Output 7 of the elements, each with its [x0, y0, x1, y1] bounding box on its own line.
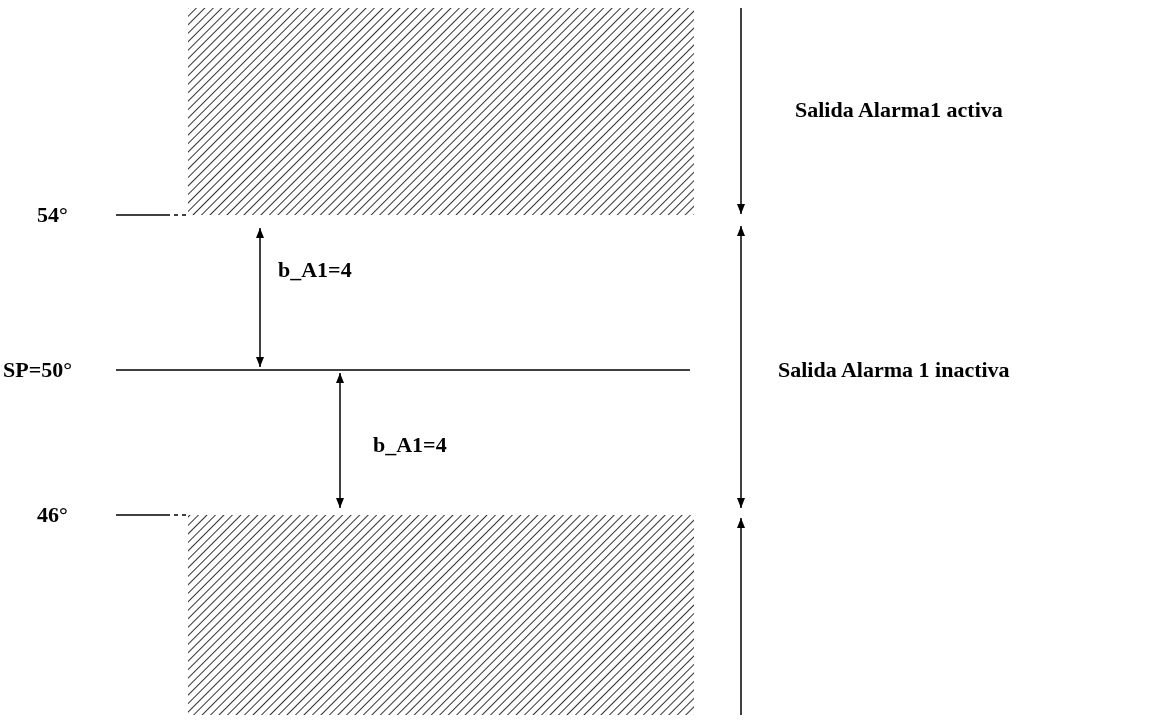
- temperature-label: 46°: [37, 504, 68, 526]
- zone-label: Salida Alarma 1 inactiva: [778, 359, 1010, 381]
- band-label: b_A1=4: [373, 434, 447, 456]
- band-label: b_A1=4: [278, 259, 352, 281]
- setpoint-label: SP=50°: [3, 359, 72, 381]
- zone-label: Salida Alarma1 activa: [795, 99, 1003, 121]
- temperature-label: 54°: [37, 204, 68, 226]
